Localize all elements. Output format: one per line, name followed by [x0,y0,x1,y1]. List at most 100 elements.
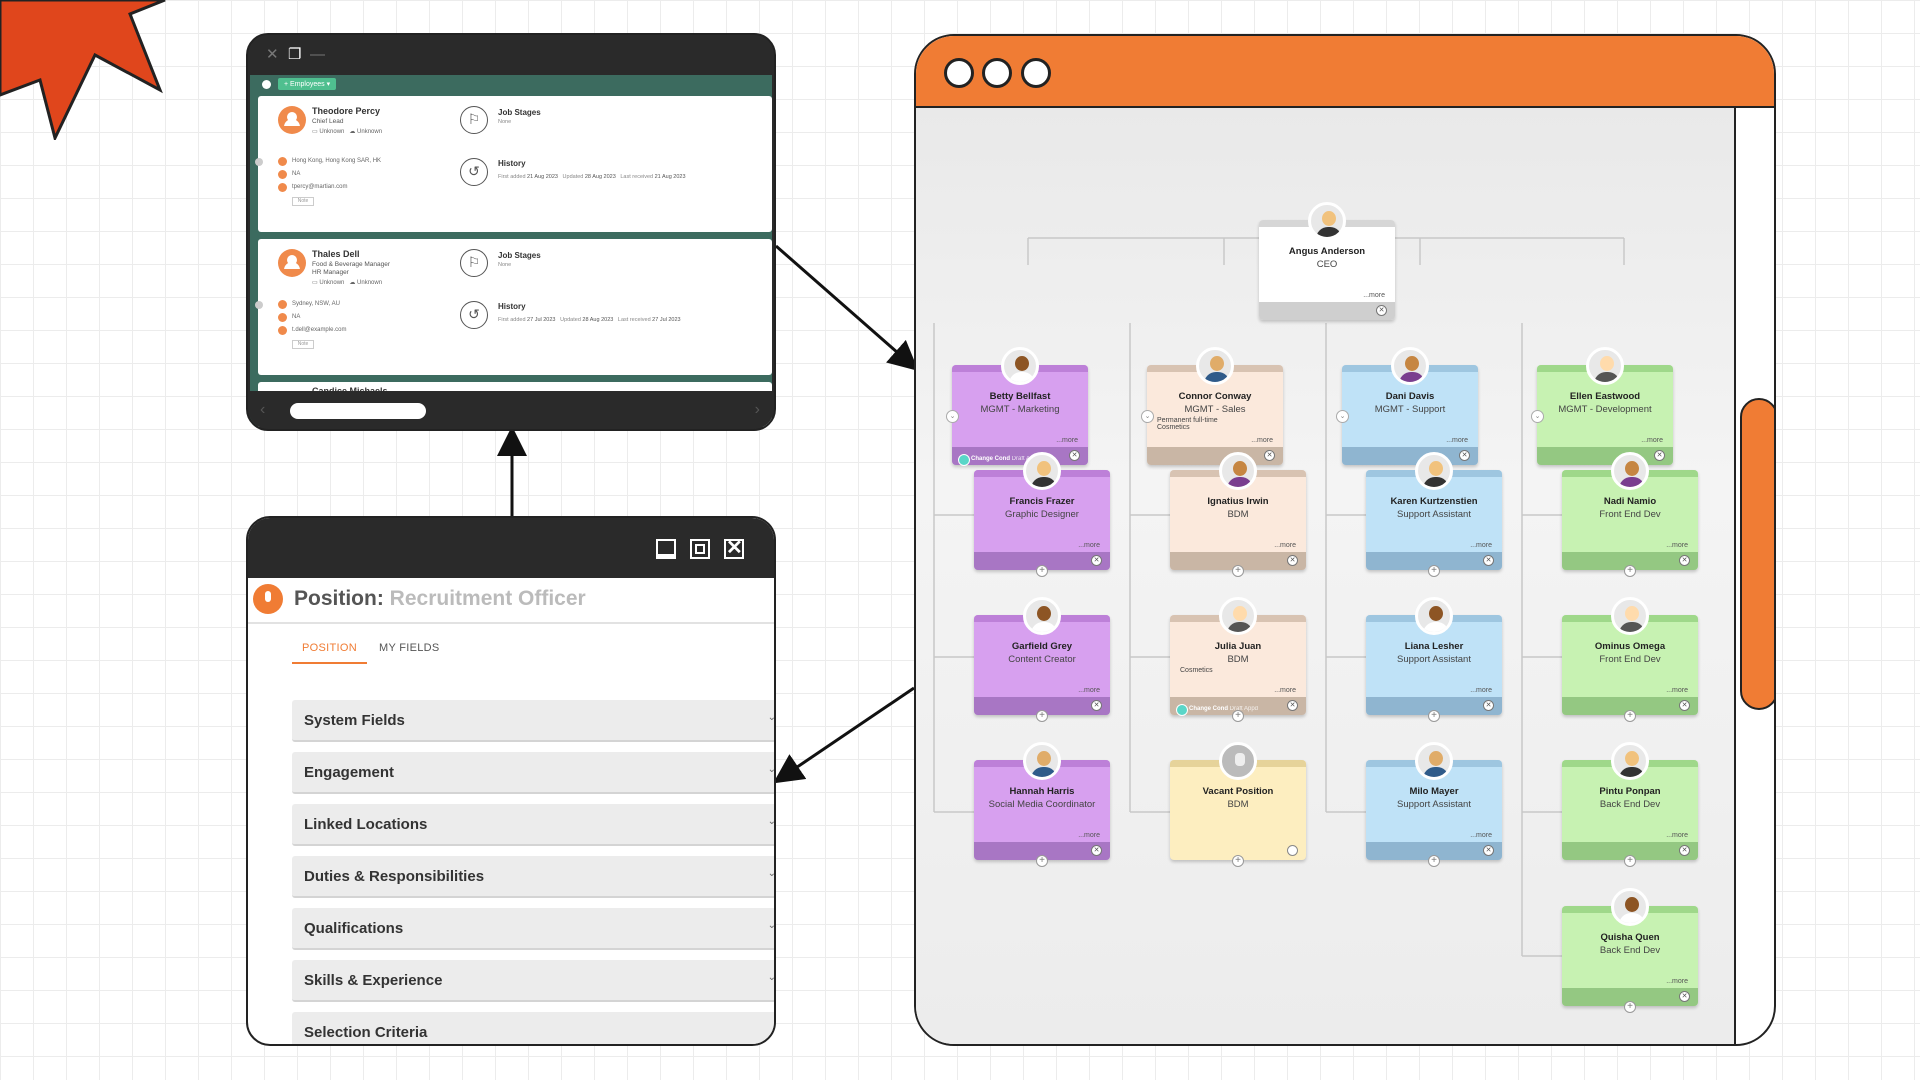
plus-icon[interactable]: + [1232,855,1244,867]
section-linked-locations[interactable]: Linked Locations⌄ [292,804,774,846]
employee-name[interactable]: Thales Dell [312,249,360,259]
minimize-icon[interactable]: — [310,46,325,63]
window-dot-button[interactable] [982,58,1012,88]
expand-icon[interactable]: ✕ [1069,450,1080,461]
plus-icon[interactable]: + [1036,855,1048,867]
plus-icon[interactable]: + [1428,710,1440,722]
expand-icon[interactable]: ✕ [1091,845,1102,856]
assign-person-icon[interactable] [1287,845,1298,856]
employee-name[interactable]: Theodore Percy [312,106,381,116]
section-engagement[interactable]: Engagement⌄ [292,752,774,794]
plus-icon[interactable]: + [1428,565,1440,577]
copy-icon[interactable]: ❐ [288,46,302,63]
expand-icon[interactable]: ✕ [1483,845,1494,856]
collapse-icon[interactable]: ⌄ [1336,410,1349,423]
plus-icon[interactable]: + [1624,565,1636,577]
more-link[interactable]: ...more [1056,437,1078,444]
more-link[interactable]: ...more [1666,832,1688,839]
plus-icon[interactable]: + [1036,710,1048,722]
more-link[interactable]: ...more [1363,292,1385,299]
expand-icon[interactable]: ✕ [1679,991,1690,1002]
employee-card[interactable]: Thales Dell Food & Beverage Manager HR M… [255,239,772,375]
close-button[interactable]: ✕ [724,537,744,559]
expand-icon[interactable]: ✕ [1679,700,1690,711]
tab-position[interactable]: POSITION [292,642,367,664]
position-name[interactable]: Recruitment Officer [389,587,586,610]
expand-icon[interactable]: ✕ [1287,700,1298,711]
expand-icon[interactable]: ✕ [1287,555,1298,566]
more-link[interactable]: ...more [1274,687,1296,694]
expand-icon[interactable]: ✕ [1483,555,1494,566]
tab-my-fields[interactable]: MY FIELDS [379,642,440,654]
expand-icon[interactable]: ✕ [1091,700,1102,711]
more-link[interactable]: ...more [1666,978,1688,985]
expand-icon[interactable]: ✕ [1459,450,1470,461]
horizontal-scrollbar[interactable] [290,403,426,419]
section-duties[interactable]: Duties & Responsibilities⌄ [292,856,774,898]
expand-icon[interactable]: ✕ [1654,450,1665,461]
scroll-right-icon[interactable]: › [754,401,760,418]
more-link[interactable]: ...more [1078,832,1100,839]
more-link[interactable]: ...more [1470,687,1492,694]
plus-icon[interactable]: + [1624,710,1636,722]
note-button[interactable]: Note [292,340,314,349]
plus-icon[interactable]: + [1232,710,1244,722]
note-button[interactable]: Note [292,197,314,206]
more-link[interactable]: ...more [1078,542,1100,549]
more-link[interactable]: ...more [1446,437,1468,444]
more-link[interactable]: ...more [1666,687,1688,694]
employee-card[interactable]: Theodore Percy Chief Lead ▭ Unknown ☁ Un… [255,96,772,232]
expand-icon[interactable]: ✕ [1679,555,1690,566]
row-select-checkbox[interactable] [255,301,263,309]
scroll-left-icon[interactable]: ‹ [260,401,266,418]
plus-icon[interactable]: + [1428,855,1440,867]
employee-email[interactable]: t.dell@example.com [278,326,346,335]
more-link[interactable]: ...more [1274,542,1296,549]
more-link[interactable]: ...more [1078,687,1100,694]
section-skills[interactable]: Skills & Experience⌄ [292,960,774,1002]
plus-icon[interactable]: + [1624,1001,1636,1013]
plus-icon[interactable]: + [1624,855,1636,867]
employees-filter-chip[interactable]: + Employees ▾ [278,78,337,90]
section-system-fields[interactable]: System Fields⌄ [292,700,774,742]
maximize-button[interactable] [690,539,710,559]
more-link[interactable]: ...more [1641,437,1663,444]
window-dot-button[interactable] [1021,58,1051,88]
more-link[interactable]: ...more [1666,542,1688,549]
window-dot-button[interactable] [944,58,974,88]
employee-email[interactable]: tpercy@martian.com [278,183,347,192]
status-badge[interactable]: Change Cond Draft Appd [1176,704,1258,716]
collapse-icon[interactable]: ⌄ [946,410,959,423]
close-icon[interactable]: ✕ [266,46,279,63]
select-all-checkbox[interactable] [262,80,271,89]
more-link[interactable]: ...more [1470,832,1492,839]
collapse-icon[interactable]: ⌄ [1141,410,1154,423]
section-selection-criteria[interactable]: Selection Criteria [292,1012,774,1044]
row-select-checkbox[interactable] [255,158,263,166]
expand-icon[interactable]: ✕ [1679,845,1690,856]
expand-icon[interactable]: ✕ [1376,305,1387,316]
plus-icon[interactable]: + [1036,565,1048,577]
vertical-scrollbar[interactable] [1740,398,1774,710]
more-link[interactable]: ...more [1251,437,1273,444]
expand-icon[interactable]: ✕ [1483,700,1494,711]
expand-icon[interactable]: ✕ [1264,450,1275,461]
